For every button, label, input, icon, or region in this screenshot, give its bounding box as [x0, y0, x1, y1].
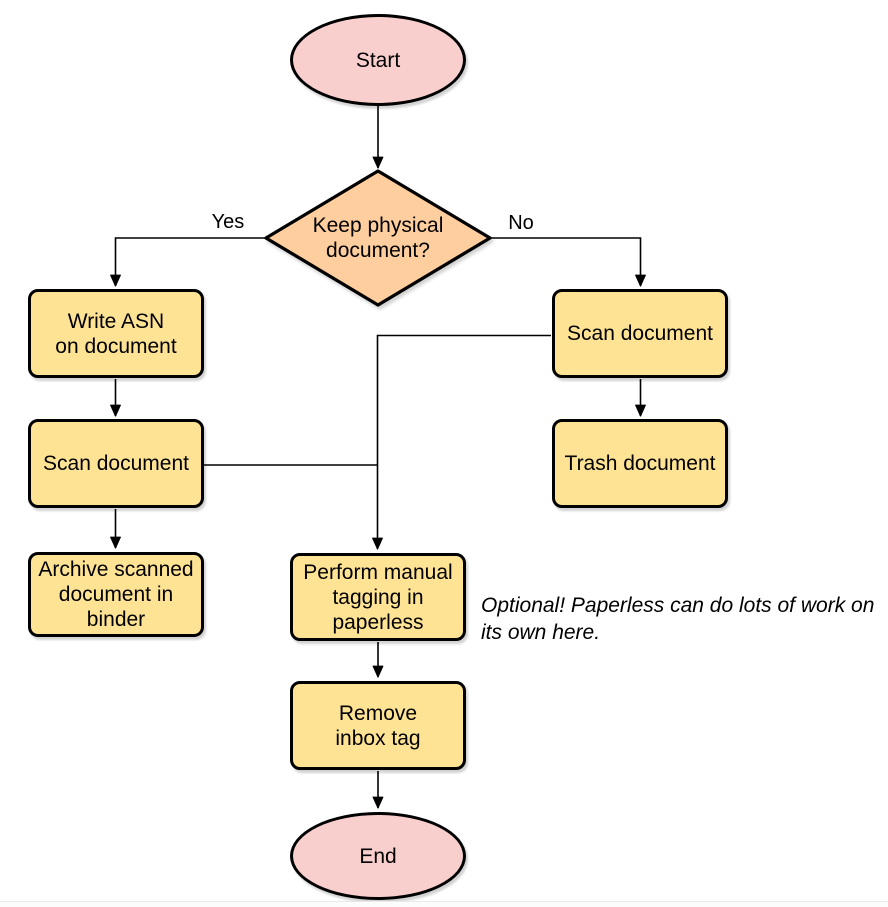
node-archive-document: Archive scanned document in binder [28, 552, 204, 637]
edge-label-yes: Yes [211, 211, 245, 233]
node-trash-document: Trash document [552, 419, 728, 508]
node-perform-tagging: Perform manual tagging in paperless [290, 553, 466, 641]
node-decision: Keep physical document? [278, 212, 478, 264]
node-end: End [290, 812, 466, 900]
node-start: Start [290, 14, 466, 106]
node-archive-document-label: Archive scanned document in binder [38, 558, 194, 631]
node-decision-label: Keep physical document? [312, 214, 444, 262]
edge-scan-right-to-perform-tagging [372, 334, 551, 550]
optional-note: Optional! Paperless can do lots of work … [481, 594, 875, 644]
node-scan-document-left: Scan document [28, 419, 204, 508]
node-write-asn-label: Write ASN on document [55, 309, 177, 358]
node-write-asn: Write ASN on document [28, 289, 204, 378]
decision-diamond-shape [264, 169, 492, 307]
node-remove-inbox-tag-label: Remove inbox tag [335, 701, 421, 750]
node-end-label: End [359, 844, 397, 868]
node-trash-document-label: Trash document [564, 452, 716, 475]
edge-decision-yes-to-write-asn [110, 237, 266, 287]
node-start-label: Start [355, 48, 401, 72]
node-scan-document-right: Scan document [552, 289, 728, 378]
node-scan-document-right-label: Scan document [567, 322, 713, 345]
node-scan-document-left-label: Scan document [43, 452, 189, 475]
node-remove-inbox-tag: Remove inbox tag [290, 681, 466, 770]
edge-label-no: No [508, 212, 534, 234]
canvas-bottom-edge [0, 901, 888, 907]
node-perform-tagging-label: Perform manual tagging in paperless [303, 560, 453, 634]
edge-decision-no-to-scan-right [490, 237, 646, 287]
